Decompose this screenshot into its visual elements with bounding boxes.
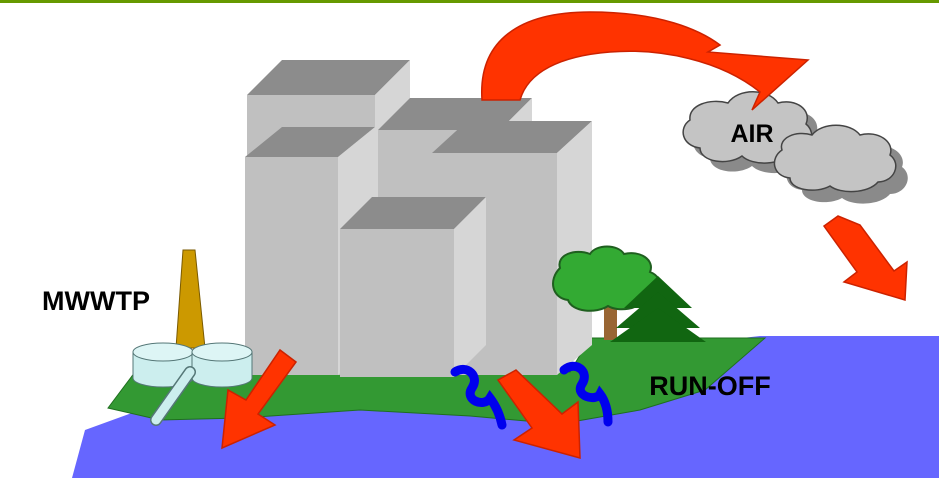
- label-run-off: RUN-OFF: [649, 371, 770, 401]
- arrow-city-to-air: [482, 12, 808, 110]
- label-mwwtp: MWWTP: [42, 286, 150, 316]
- top-rule: [0, 0, 939, 3]
- cloud-right: [774, 125, 907, 203]
- building-front: [340, 197, 486, 377]
- arrow-air-to-water: [824, 216, 907, 300]
- chimney: [176, 250, 205, 348]
- label-air: AIR: [730, 120, 773, 148]
- treatment-tank-right: [192, 343, 252, 387]
